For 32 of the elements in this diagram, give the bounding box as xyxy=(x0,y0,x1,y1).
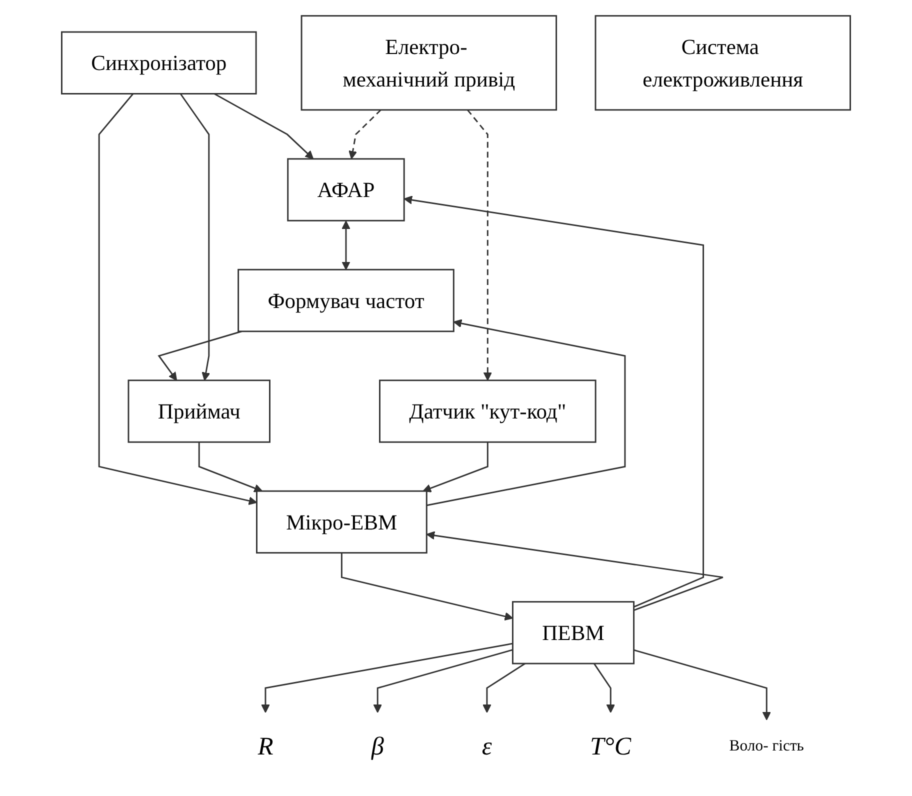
arrow xyxy=(98,93,258,506)
arrow xyxy=(426,531,724,611)
arrow xyxy=(158,330,242,381)
arrow xyxy=(180,93,210,381)
node-text: β xyxy=(371,732,384,761)
node-box: Синхронізатор xyxy=(61,31,257,94)
arrow xyxy=(214,93,314,160)
node-text: ε xyxy=(482,732,492,761)
arrow xyxy=(422,442,488,492)
arrow xyxy=(198,442,263,492)
arrow xyxy=(261,642,513,713)
arrow xyxy=(426,319,626,506)
node-box: Формувач частот xyxy=(238,268,454,332)
arrow xyxy=(373,649,513,713)
node-box: АФАР xyxy=(287,158,405,222)
arrow xyxy=(348,109,382,160)
node-box: Приймач xyxy=(128,380,270,443)
node-text: T°C xyxy=(590,732,632,761)
arrow xyxy=(634,649,771,720)
arrow xyxy=(482,662,526,713)
arrow xyxy=(342,220,350,270)
node-box: Датчик "кут-код" xyxy=(379,380,596,443)
arrow xyxy=(340,552,514,621)
node-box: Система електроживлення xyxy=(594,15,851,111)
node-box: Мікро-ЕВМ xyxy=(256,490,428,554)
node-text: R xyxy=(258,732,274,761)
arrow xyxy=(404,196,704,608)
node-box: Електро- механічний привід xyxy=(300,15,558,111)
arrow xyxy=(466,109,492,381)
node-box: ПЕВМ xyxy=(512,601,635,664)
arrow xyxy=(594,663,615,713)
node-text: Воло- гість xyxy=(729,738,804,754)
